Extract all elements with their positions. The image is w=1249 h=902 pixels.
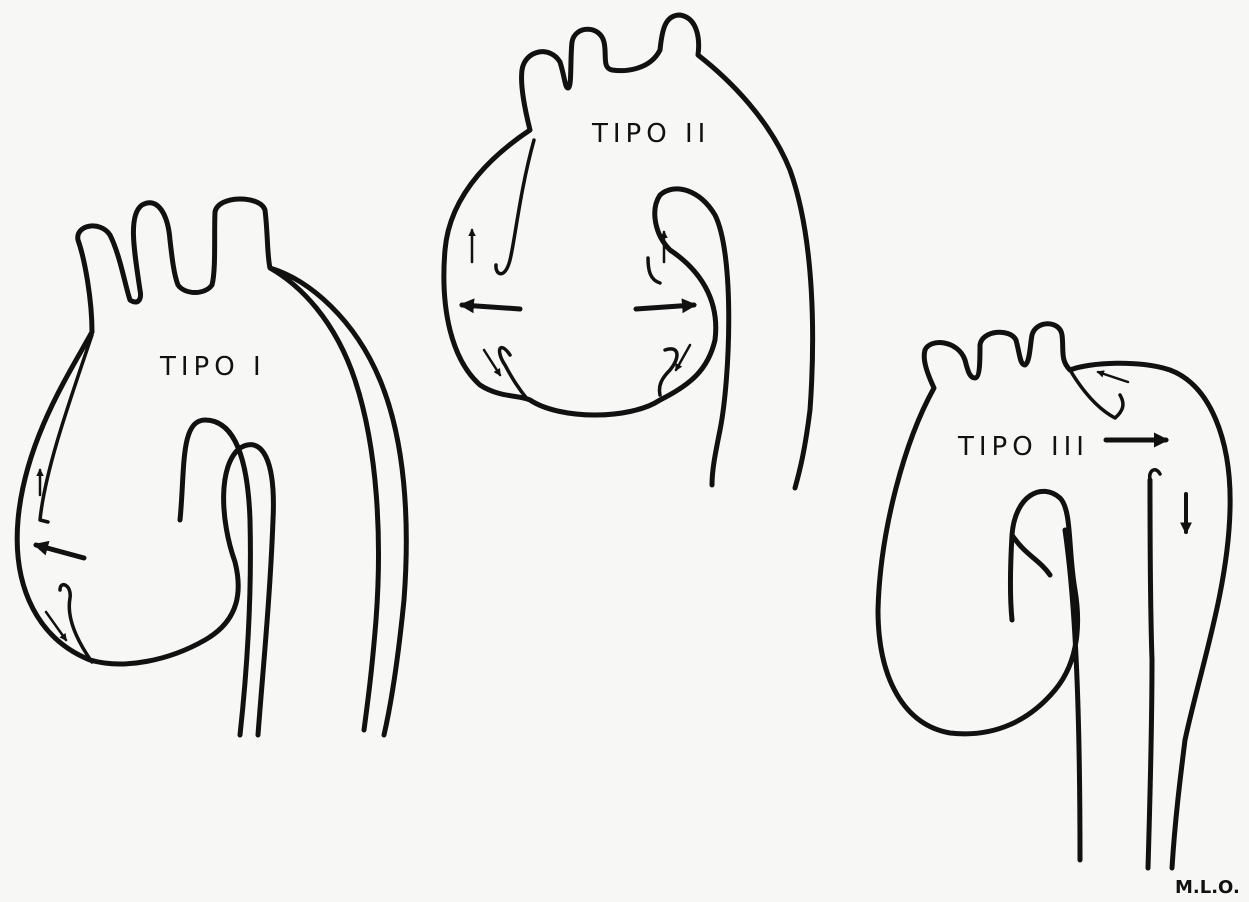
type3-aorta-outline [878,324,1230,868]
type1-flap-upper [40,335,92,522]
type2-flap-left [496,140,534,274]
type1-label: TIPO I [159,352,266,382]
type2-diagram: TIPO II [444,15,813,488]
type2-aorta-outline [444,15,813,488]
type1-aorta-outline [17,199,406,735]
type3-label: TIPO III [957,432,1089,462]
type3-arrow-upper [1098,372,1128,382]
artist-signature: M.L.O. [1175,877,1240,898]
type1-diagram: TIPO I [17,199,406,735]
type2-arrow-left [462,305,520,309]
type1-arrow-left [36,545,84,558]
type2-flap-right-low [659,349,676,395]
type2-arrow-down-left [484,350,500,375]
type3-diagram: TIPO III [878,324,1230,868]
type2-flap-right [648,258,660,283]
type2-label: TIPO II [591,119,710,149]
type1-intimal-flap [60,585,92,662]
type2-arrow-right [636,305,694,309]
type3-flap-lower [1150,470,1160,480]
